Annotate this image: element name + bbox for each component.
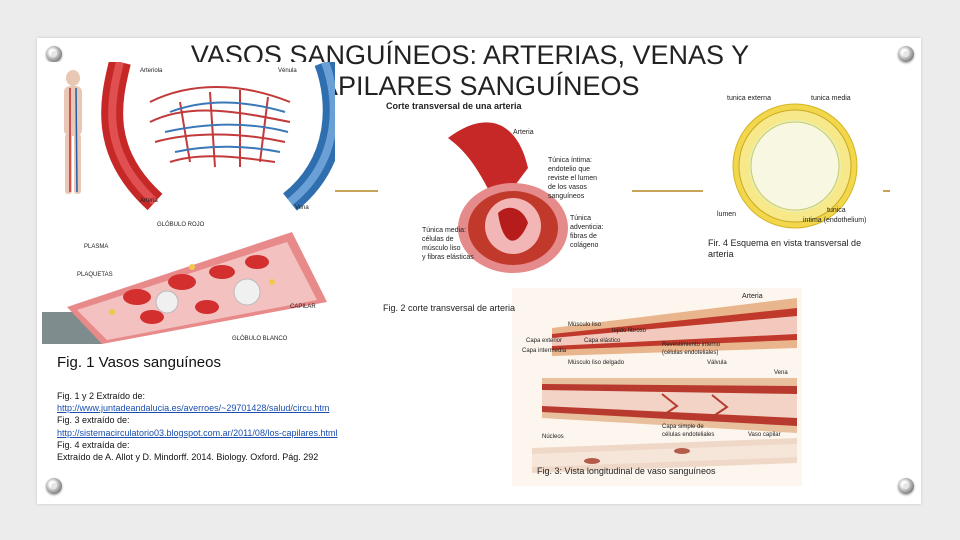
svg-text:y fibras elásticas: y fibras elásticas [422, 254, 474, 261]
figure-artery-cross-section: Corte transversal de una arteria Arteria… [378, 98, 632, 286]
label-capilar: CAPILAR [290, 304, 316, 310]
label-venula: Vénula [278, 68, 297, 74]
fig2-media-label: Túnica media: células de músculo liso y … [422, 227, 474, 261]
label-vena: Vena [295, 205, 309, 211]
svg-text:células de: células de [422, 236, 454, 243]
label-arteria: Arteria [140, 198, 158, 204]
ref-link-blogspot[interactable]: http://sistemacirculatorio03.blogspot.co… [57, 427, 338, 438]
label-plasma: PLASMA [84, 244, 108, 250]
svg-text:Túnica: Túnica [570, 215, 591, 222]
figure-blood-vessel-cells: GLÓBULO ROJO PLASMA PLAQUETAS CAPILAR GL… [42, 212, 334, 344]
fig1-caption: Fig. 1 Vasos sanguíneos [57, 354, 221, 371]
svg-text:adventicia:: adventicia: [570, 224, 604, 231]
artery-cross-section-illustration: Corte transversal de una arteria Arteria… [386, 101, 604, 273]
fig4-label-tunica-externa: tunica externa [727, 95, 771, 102]
circulation-network-illustration: Arteriola Vénula Arteria Vena [64, 62, 335, 211]
svg-text:Túnica íntima:: Túnica íntima: [548, 157, 592, 164]
fig2-label-arteria: Arteria [513, 129, 534, 136]
pin-top-left [46, 46, 62, 62]
fig3-label-valvula: Válvula [707, 360, 727, 366]
fig3-label-arteria: Arteria [742, 293, 763, 300]
pin-top-right [898, 46, 914, 62]
label-globulo-blanco: GLÓBULO BLANCO [232, 335, 288, 342]
svg-text:endotelio que: endotelio que [548, 166, 590, 173]
figure-circulation-network: Arteriola Vénula Arteria Vena [40, 62, 335, 212]
fig4-label-lumen: lumen [717, 211, 736, 218]
blood-cells-illustration: GLÓBULO ROJO PLASMA PLAQUETAS CAPILAR GL… [42, 221, 327, 344]
fig2-heading: Corte transversal de una arteria [386, 101, 523, 111]
pin-bottom-right [898, 478, 914, 494]
ref-line-source: Extraído de A. Allot y D. Mindorff. 2014… [57, 452, 319, 463]
fig3-label-capa-simple: Capa simple de [662, 424, 704, 430]
fig3-label-celulas-endo: células endoteliales [662, 432, 714, 438]
ref-line-fig1-2: Fig. 1 y 2 Extraído de: [57, 391, 146, 401]
fig3-label-vaso-capilar: Vaso capilar [748, 432, 781, 438]
svg-text:Túnica media:: Túnica media: [422, 227, 466, 234]
fig3-label-capa-intermedia: Capa intermedia [522, 348, 567, 354]
fig3-label-nucleos: Núcleos [542, 434, 564, 440]
label-arteriola: Arteriola [140, 68, 163, 74]
fig3-label-vena: Vena [774, 370, 788, 376]
fig3-label-musculo-liso: Músculo liso [568, 322, 602, 328]
fig3-label-revestimiento: Revestimiento interno [662, 342, 721, 348]
label-globulo-rojo: GLÓBULO ROJO [157, 221, 205, 228]
label-plaquetas: PLAQUETAS [77, 272, 113, 278]
fig4-label-tunica-intima: tunica [827, 207, 846, 214]
svg-text:de los vasos: de los vasos [548, 184, 587, 191]
pin-bottom-left [46, 478, 62, 494]
fig4-label-tunica-media: tunica media [811, 95, 851, 102]
svg-text:sanguíneos: sanguíneos [548, 193, 585, 200]
fig2-intima-label: Túnica íntima: endotelio que reviste el … [548, 157, 597, 200]
ref-link-juntadeandalucia[interactable]: http://www.juntadeandalucia.es/averroes/… [57, 403, 330, 414]
svg-text:colágeno: colágeno [570, 242, 599, 249]
figure-artery-schematic: tunica externa tunica media lumen tunica… [703, 86, 883, 236]
fig3-label-celulas-endoteliales: (células endoteliales) [662, 350, 718, 356]
fig2-caption: Fig. 2 corte transversal de arteria [383, 303, 516, 313]
fig3-caption: Fig. 3: Vista longitudinal de vaso sangu… [537, 466, 716, 476]
vessels-longitudinal-illustration: Arteria Músculo liso tejido fibroso Capa… [522, 293, 797, 473]
references: Fig. 1 y 2 Extraído de: http://www.junta… [57, 390, 352, 463]
fig4-label-intima-endothelium: intima (endothelium) [803, 217, 866, 224]
fig3-label-capa-elastico: Capa elástico [584, 338, 621, 344]
figure-vessels-longitudinal: Arteria Músculo liso tejido fibroso Capa… [512, 288, 802, 486]
svg-text:reviste el lumen: reviste el lumen [548, 175, 597, 182]
svg-text:fibras de: fibras de [570, 233, 597, 240]
svg-text:músculo liso: músculo liso [422, 245, 461, 252]
fig2-adventicia-label: Túnica adventicia: fibras de colágeno [570, 215, 604, 249]
fig3-label-tejido-fibroso: tejido fibroso [612, 328, 647, 334]
ref-line-fig3: Fig. 3 extraído de: [57, 415, 130, 426]
artery-schematic-illustration: tunica externa tunica media lumen tunica… [717, 95, 866, 229]
fig3-label-capa-exterior: Capa exterior [526, 338, 562, 344]
fig3-label-musculo-delgado: Músculo liso delgado [568, 360, 625, 366]
ref-line-fig4: Fig. 4 extraída de: [57, 439, 130, 450]
fig4-caption: Fir. 4 Esquema en vista transversal de a… [708, 238, 862, 259]
